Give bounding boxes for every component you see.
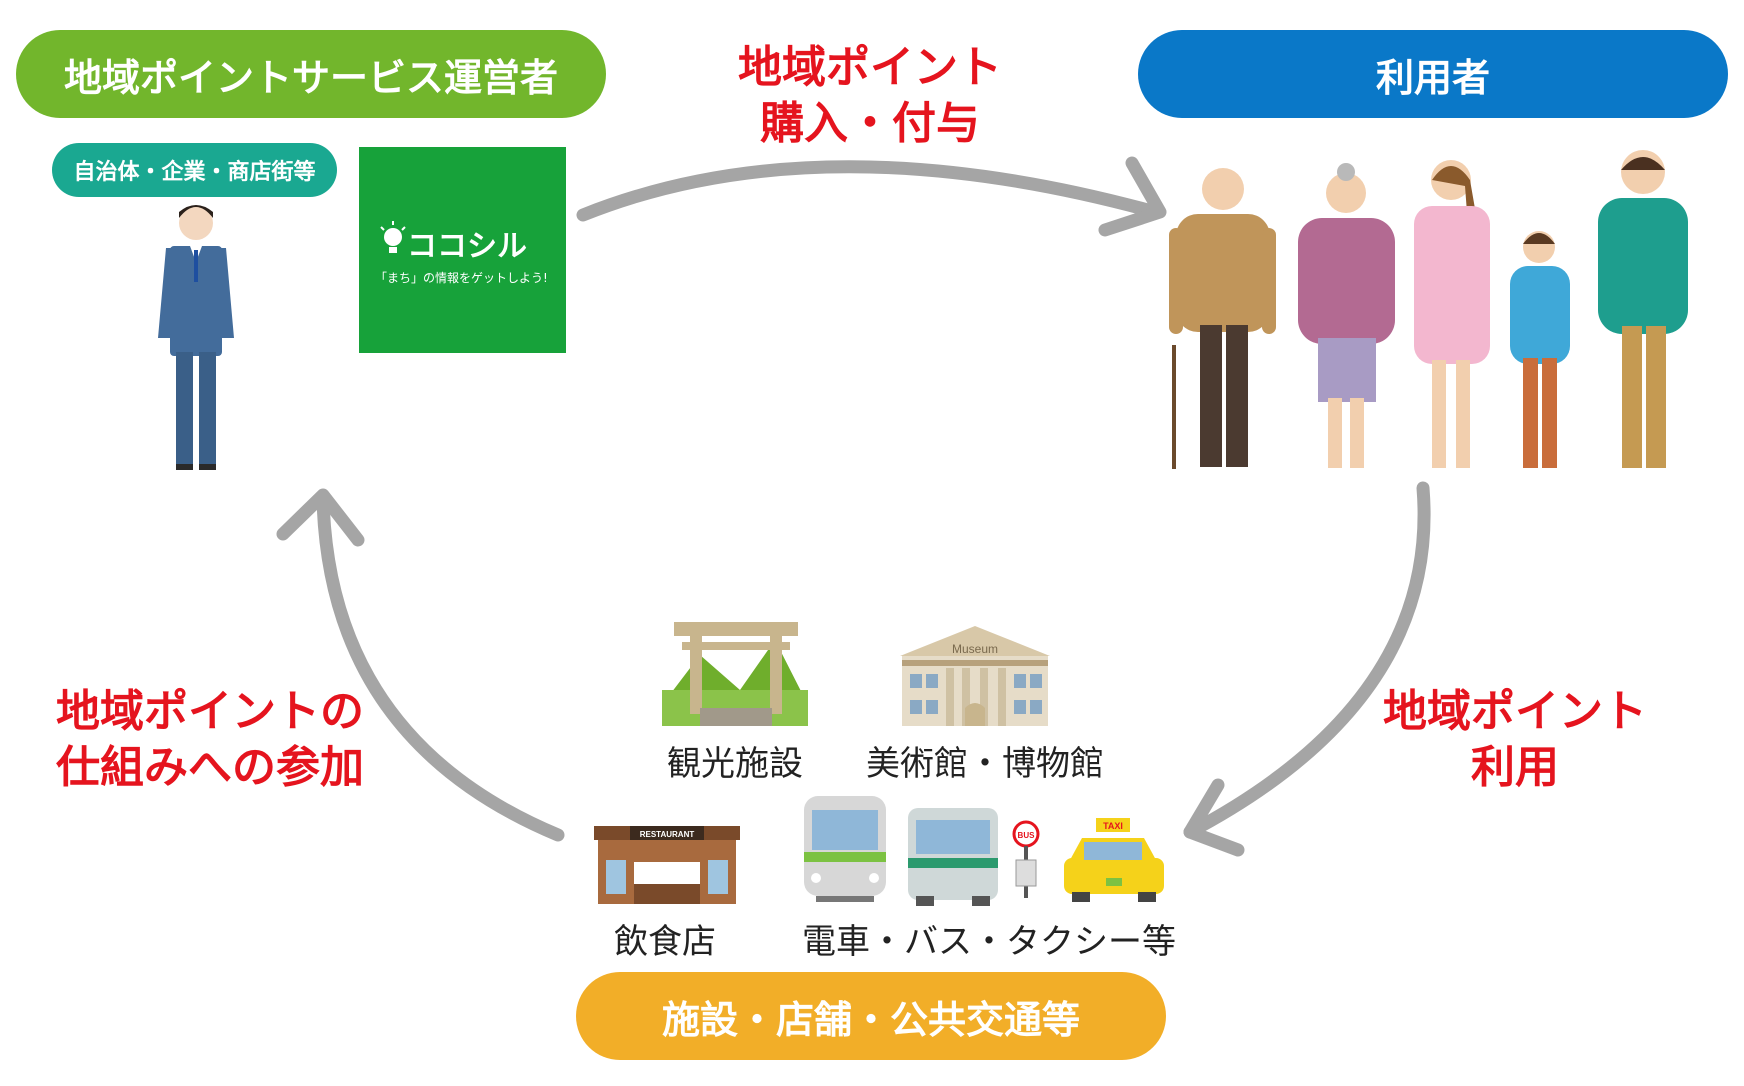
caption-museum: 美術館・博物館 xyxy=(866,744,1104,784)
torii-gate-icon xyxy=(662,622,808,726)
flow-left-line1: 地域ポイントの xyxy=(56,686,364,737)
caption-transport: 電車・バス・タクシー等 xyxy=(802,922,1176,962)
operator-title: 地域ポイントサービス運営者 xyxy=(63,55,558,100)
operator-sub-badge-text: 自治体・企業・商店街等 xyxy=(73,160,316,185)
logo-tagline: 「まち」の情報をゲットしよう! xyxy=(375,271,548,285)
museum-sign: Museum xyxy=(952,642,998,656)
arrow-facilities-to-operator xyxy=(316,493,565,842)
restaurant-sign: RESTAURANT xyxy=(640,830,695,839)
arrowhead-right xyxy=(1183,778,1245,857)
child-icon xyxy=(1510,231,1570,468)
caption-restaurant: 飲食店 xyxy=(614,922,716,962)
operator-sub-badge: 自治体・企業・商店街等 xyxy=(52,143,337,197)
bus-icon xyxy=(908,808,1040,906)
arrow-users-to-facilities xyxy=(1183,481,1431,839)
flow-right-line1: 地域ポイント xyxy=(1383,686,1647,737)
users-title: 利用者 xyxy=(1375,55,1490,100)
arrowhead-top xyxy=(1098,156,1167,237)
flow-right-label: 地域ポイント 利用 xyxy=(1380,684,1650,796)
facilities-title: 施設・店舗・公共交通等 xyxy=(661,997,1080,1042)
lightbulb-icon xyxy=(380,221,406,253)
elderly-woman-icon xyxy=(1298,163,1395,468)
flow-top-label: 地域ポイント 購入・付与 xyxy=(730,40,1010,152)
restaurant-icon xyxy=(594,826,740,904)
arrow-operator-to-users xyxy=(576,160,1162,222)
man-icon xyxy=(1598,150,1688,468)
elderly-man-icon xyxy=(1169,168,1276,469)
logo-name: ココシル xyxy=(407,229,527,264)
flow-right-line2: 利用 xyxy=(1471,742,1559,793)
museum-icon xyxy=(900,626,1050,726)
woman-icon xyxy=(1414,160,1490,468)
train-icon xyxy=(804,796,886,902)
users-title-pill: 利用者 xyxy=(1138,30,1728,118)
caption-sightseeing: 観光施設 xyxy=(667,744,803,784)
flow-left-label: 地域ポイントの 仕組みへの参加 xyxy=(50,684,370,796)
bus-stop-sign: BUS xyxy=(1018,831,1036,840)
flow-left-line2: 仕組みへの参加 xyxy=(56,742,364,793)
taxi-icon xyxy=(1064,818,1164,902)
operator-title-pill: 地域ポイントサービス運営者 xyxy=(16,30,606,118)
flow-top-line2: 購入・付与 xyxy=(760,98,980,149)
arrowhead-left xyxy=(276,488,365,547)
kokoshiru-logo: ココシル 「まち」の情報をゲットしよう! xyxy=(359,147,566,353)
facilities-title-pill: 施設・店舗・公共交通等 xyxy=(576,972,1166,1060)
flow-top-line1: 地域ポイント xyxy=(738,42,1002,93)
taxi-sign: TAXI xyxy=(1103,821,1123,831)
